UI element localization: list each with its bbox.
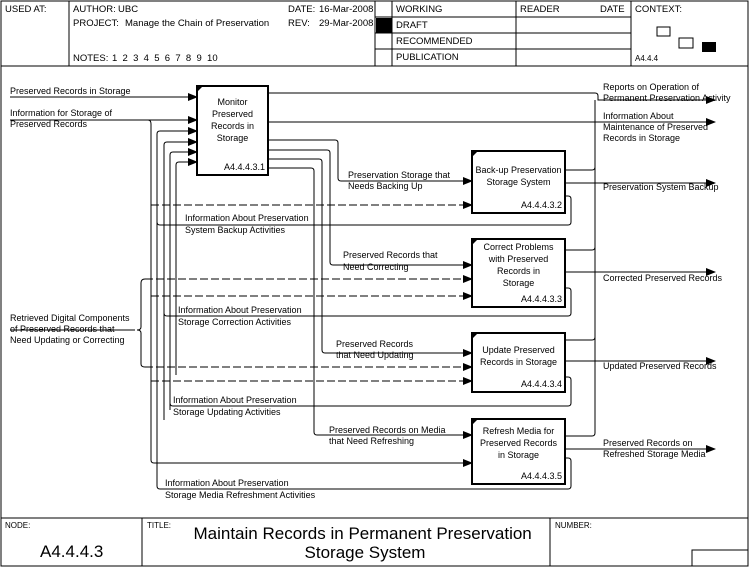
activity-box-border [471, 238, 566, 308]
brace-retrieved [136, 278, 146, 368]
number-label: NUMBER: [555, 521, 592, 530]
status-publication: PUBLICATION [396, 52, 459, 63]
arrow-backup-to-reports [565, 100, 596, 171]
arrow-feedback-refresh [175, 158, 198, 375]
activity-box-id: A4.4.4.3.5 [521, 471, 562, 481]
arrow-feedback-backup [156, 127, 198, 420]
arrow-reports-on-operation [268, 92, 716, 104]
activity-box-id: A4.4.4.3.3 [521, 294, 562, 304]
arrow-refresh-activities-feedback [156, 420, 572, 490]
rev-label: REV: [288, 18, 310, 29]
status-recommended: RECOMMENDED [396, 36, 473, 47]
used-at-label: USED AT: [5, 4, 47, 15]
box-corner-mark [472, 333, 478, 339]
date-label: DATE: [288, 4, 315, 15]
output-label: Updated Preserved Records [603, 361, 717, 371]
author-value: UBC [118, 4, 138, 15]
node-label: NODE: [5, 521, 30, 530]
activity-box-border [471, 332, 566, 393]
output-label: Preservation System Backup [603, 182, 719, 192]
arrows [10, 92, 716, 490]
context-box-icon [656, 26, 671, 37]
reader-label: READER [520, 4, 560, 15]
context-label: CONTEXT: [635, 4, 682, 15]
arrow-feedback-correction [163, 138, 198, 420]
arrow-update-to-reports [565, 336, 596, 341]
box-corner-mark [197, 86, 203, 92]
footer-corner-box [691, 549, 748, 566]
title-label: TITLE: [147, 521, 171, 530]
activity-box-border [471, 418, 566, 485]
arrow-correction-activities-feedback [163, 287, 572, 317]
arrow-storage-needs-backup [268, 139, 473, 185]
arrow-records-need-correcting [268, 149, 473, 269]
activity-box-id: A4.4.4.3.2 [521, 200, 562, 210]
arrow-info-to-refresh [147, 119, 473, 467]
box-corner-mark [472, 419, 478, 425]
arrow-correct-to-reports [565, 246, 596, 251]
header: USED AT: AUTHOR: UBC PROJECT: Manage the… [0, 0, 749, 67]
activity-box-id: A4.4.4.3.4 [521, 379, 562, 389]
arrow-media-need-refreshing [268, 167, 473, 439]
reader-date-label: DATE [600, 4, 625, 15]
diagram-title: Maintain Records in Permanent Preservati… [193, 524, 536, 562]
node-value: A4.4.4.3 [40, 542, 103, 561]
arrow-records-need-updating [268, 158, 473, 357]
box-corner-mark [472, 151, 478, 157]
draft-status-marker [376, 18, 392, 33]
project-value: Manage the Chain of Preservation [125, 18, 269, 29]
input-label: Preserved Records in Storage [10, 86, 131, 96]
activity-box-id: A4.4.4.3.1 [224, 162, 265, 172]
context-box-active-icon [702, 42, 716, 52]
box-corner-mark [472, 239, 478, 245]
arrow-refresh-to-reports [565, 100, 596, 437]
activity-box-border [196, 85, 269, 176]
author-label: AUTHOR: [73, 4, 116, 15]
notes-value: 1 2 3 4 5 6 7 8 9 10 [112, 53, 218, 64]
status-draft: DRAFT [396, 20, 428, 31]
arrow-feedback-updating [169, 148, 198, 410]
footer: NODE: A4.4.4.3 TITLE: Maintain Records i… [0, 517, 749, 567]
activity-box-border [471, 150, 566, 214]
context-node: A4.4.4 [635, 54, 659, 63]
project-label: PROJECT: [73, 18, 119, 29]
notes-label: NOTES: [73, 53, 108, 64]
context-box-icon [678, 37, 694, 49]
arrow-backup-activities-feedback [156, 195, 572, 226]
output-label: Corrected Preserved Records [603, 273, 723, 283]
date-value: 16-Mar-2008 [319, 4, 373, 15]
arrow-updating-activities-feedback [169, 376, 572, 407]
input-labels: Preserved Records in Storage Information… [10, 86, 131, 345]
footer-border [0, 517, 749, 567]
status-working: WORKING [396, 4, 442, 15]
rev-value: 29-Mar-2008 [319, 18, 373, 29]
